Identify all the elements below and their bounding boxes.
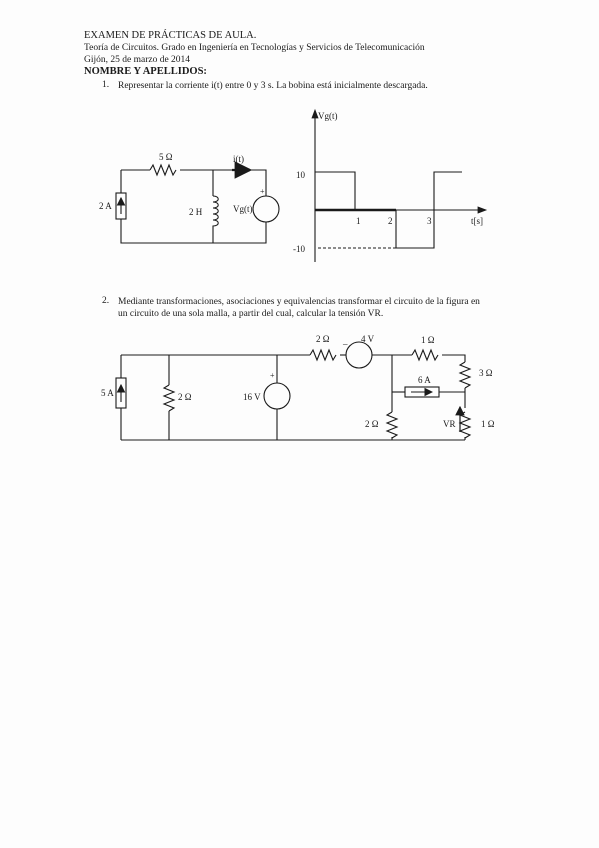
source-4v-minus: _ [343, 336, 348, 346]
resistor-1ohm-right-label: 1 Ω [481, 419, 495, 429]
resistor-1ohm-right [458, 411, 472, 439]
inductor-2h-label: 2 H [189, 207, 203, 217]
source-2a-label: 2 A [99, 201, 112, 211]
graph-x-3: 3 [427, 216, 432, 226]
graph-xlabel: t[s] [471, 216, 483, 226]
resistor-3ohm [458, 361, 472, 389]
current-source-2a [115, 192, 127, 220]
exam-title: EXAMEN DE PRÁCTICAS DE AULA. [84, 30, 257, 41]
course-line: Teoría de Circuitos. Grado en Ingeniería… [84, 43, 425, 53]
waveform-line [315, 171, 462, 249]
name-field-label: NOMBRE Y APELLIDOS: [84, 66, 207, 77]
q2-number: 2. [102, 296, 110, 306]
vr-label: VR [443, 419, 456, 429]
graph-y-high: 10 [296, 170, 305, 180]
voltage-source-4v [345, 341, 373, 369]
resistor-2ohm-left-label: 2 Ω [178, 392, 192, 402]
current-it-label: i(t) [233, 154, 244, 164]
q1-number: 1. [102, 80, 110, 90]
resistor-5ohm [149, 163, 177, 177]
voltage-source-16v [263, 382, 291, 410]
current-source-5a [115, 377, 127, 409]
q2-text-line1: Mediante transformaciones, asociaciones … [118, 297, 480, 307]
inductor-2h [212, 195, 219, 230]
graph-x-1: 1 [356, 216, 361, 226]
resistor-3ohm-label: 3 Ω [479, 368, 493, 378]
resistor-1ohm-top [411, 348, 439, 362]
date-line: Gijón, 25 de marzo de 2014 [84, 55, 191, 65]
vg-source-label: Vg(t) [233, 204, 253, 214]
source-6a-label: 6 A [418, 375, 431, 385]
graph-x-2: 2 [388, 216, 393, 226]
source-5a-label: 5 A [101, 388, 114, 398]
q2-text-line2: un circuito de una sola malla, a partir … [118, 309, 384, 319]
resistor-1ohm-top-label: 1 Ω [421, 335, 435, 345]
graph-ylabel: Vg(t) [318, 111, 338, 121]
resistor-2ohm-top [309, 348, 337, 362]
source-4v-label: 4 V [361, 334, 375, 344]
resistor-2ohm-mid [385, 411, 399, 439]
resistor-5ohm-label: 5 Ω [159, 152, 173, 162]
resistor-2ohm-top-label: 2 Ω [316, 334, 330, 344]
graph-y-low: -10 [293, 244, 305, 254]
source-16v-plus: + [270, 371, 275, 380]
source-16v-label: 16 V [243, 392, 261, 402]
q1-text: Representar la corriente i(t) entre 0 y … [118, 81, 428, 91]
vg-plus-sign: + [260, 187, 265, 196]
voltage-source-vg [252, 195, 280, 223]
resistor-2ohm-mid-label: 2 Ω [365, 419, 379, 429]
resistor-2ohm-left [162, 384, 176, 412]
